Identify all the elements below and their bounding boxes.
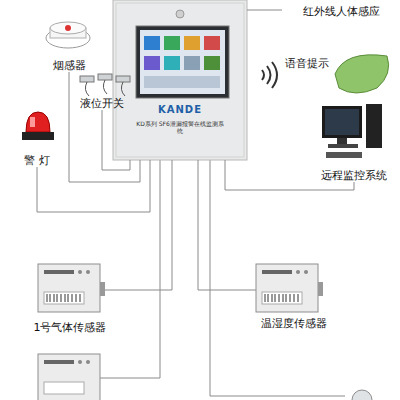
warning-light bbox=[22, 112, 54, 140]
device-part bbox=[352, 390, 372, 400]
wire-connector bbox=[69, 72, 140, 182]
node-label: KD系列 SF6泄漏报警在线监测系统 bbox=[135, 120, 225, 134]
wire-connector bbox=[37, 160, 150, 212]
wire bbox=[248, 290, 256, 291]
smoke-detector bbox=[46, 22, 90, 48]
sensor-device bbox=[38, 354, 100, 400]
sensor-device bbox=[256, 264, 323, 312]
device-node: 1号气体传感器 bbox=[25, 258, 115, 334]
wire-connector bbox=[102, 110, 130, 170]
node-label: 1号气体传感器 bbox=[34, 321, 107, 334]
device-node: 语音提示 bbox=[280, 52, 334, 70]
sensor-device bbox=[38, 264, 105, 312]
node-label: 远程监控系统 bbox=[321, 169, 387, 182]
device-node: 烟感器 bbox=[40, 20, 98, 72]
level-switch bbox=[80, 74, 130, 96]
speech-bubble bbox=[335, 55, 389, 93]
wire bbox=[100, 160, 160, 378]
device-node: 红外线人体感应 bbox=[282, 0, 400, 18]
node-label: 警 灯 bbox=[24, 154, 50, 167]
wire-connector bbox=[115, 160, 172, 290]
device-node: 液位开关 bbox=[72, 66, 132, 110]
node-label: 烟感器 bbox=[53, 59, 86, 72]
sound-icon bbox=[262, 62, 277, 88]
node-label: 语音提示 bbox=[285, 57, 329, 70]
device-node: 远程监控系统 bbox=[310, 98, 398, 182]
node-label: 液位开关 bbox=[80, 97, 124, 110]
device-node: 温湿度传感器 bbox=[248, 258, 340, 330]
node-label: 温湿度传感器 bbox=[261, 317, 327, 330]
device-node: 警 灯 bbox=[12, 105, 62, 167]
computer-icon bbox=[322, 104, 382, 158]
wire-connector bbox=[198, 160, 248, 290]
brand-logo: KANDE bbox=[158, 104, 202, 116]
wire bbox=[210, 160, 345, 396]
controller-box: KANDE KD系列 SF6泄漏报警在线监测系统 bbox=[113, 0, 247, 160]
wire-connector bbox=[247, 10, 282, 11]
node-label: 红外线人体感应 bbox=[303, 5, 380, 18]
controller-cabinet bbox=[113, 0, 247, 160]
